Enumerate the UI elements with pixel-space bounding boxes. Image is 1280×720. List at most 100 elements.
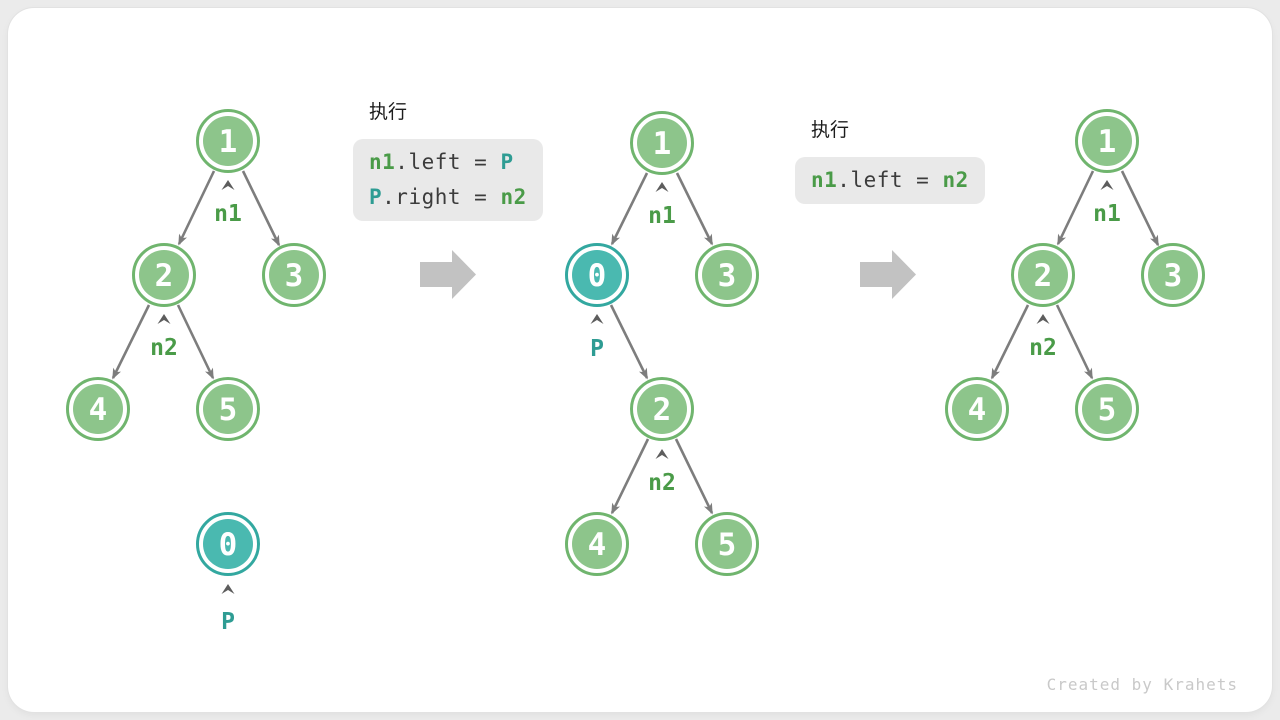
edge-1-to-p — [610, 172, 649, 246]
pointer-label-n1: n1 — [214, 201, 242, 227]
code-token-identifier: n1 — [811, 168, 838, 192]
edge-1-to-2 — [177, 170, 216, 246]
tree-node-p: 0 — [196, 512, 260, 576]
edge-2-to-5 — [176, 304, 215, 380]
pointer-caret-icon — [655, 182, 669, 192]
watermark: Created by Krahets — [1046, 675, 1238, 694]
transition-arrow-icon — [420, 250, 476, 299]
pointer-caret-icon — [590, 314, 604, 324]
pointer-caret-icon — [221, 584, 235, 594]
tree-node-2: 2 — [132, 243, 196, 307]
node-value: 5 — [1098, 392, 1117, 428]
pointer-label-n2: n2 — [150, 335, 178, 361]
node-fill — [203, 116, 253, 166]
node-ring — [196, 109, 260, 173]
code-block: n1.left = n2 — [795, 157, 985, 204]
node-fill — [702, 250, 752, 300]
node-fill — [702, 519, 752, 569]
node-value: 4 — [89, 392, 108, 428]
node-ring — [1075, 109, 1139, 173]
node-fill — [1148, 250, 1198, 300]
node-ring — [196, 512, 260, 576]
tree-node-1: 1 — [630, 111, 694, 175]
tree-node-1: 1 — [196, 109, 260, 173]
tree-node-3: 3 — [1141, 243, 1205, 307]
node-value: 2 — [653, 392, 672, 428]
tree-node-4: 4 — [66, 377, 130, 441]
code-token-identifier: P — [500, 150, 514, 174]
code-token-text: .left = — [395, 150, 501, 174]
node-value: 3 — [285, 258, 304, 294]
code-line: n1.left = n2 — [811, 163, 969, 198]
tree-node-2: 2 — [630, 377, 694, 441]
pointer-caret-icon — [655, 449, 669, 459]
node-ring — [1075, 377, 1139, 441]
edge-p-to-2 — [609, 304, 649, 380]
node-ring — [565, 243, 629, 307]
code-token-identifier: n1 — [369, 150, 396, 174]
pointer-label-n1: n1 — [648, 203, 676, 229]
pointer-caret-icon — [221, 180, 235, 190]
code-token-identifier: P — [369, 185, 383, 209]
node-ring — [1141, 243, 1205, 307]
node-ring — [695, 512, 759, 576]
pointer-label-n1: n1 — [1093, 201, 1121, 227]
node-value: 5 — [219, 392, 238, 428]
node-fill — [73, 384, 123, 434]
node-fill — [637, 118, 687, 168]
node-ring — [1011, 243, 1075, 307]
exec-label: 执行 — [369, 101, 408, 123]
tree-linked: 1 0 3 2 4 — [565, 111, 759, 576]
edge-2-to-4 — [111, 304, 151, 380]
tree-initial: 1 2 3 4 5 — [66, 109, 326, 635]
exec-panel-2: 执行 n1.left = n2 — [795, 117, 985, 204]
edge-1-to-3 — [675, 172, 714, 246]
node-value: 3 — [718, 258, 737, 294]
tree-node-4: 4 — [565, 512, 629, 576]
edge-1-to-2 — [1056, 170, 1095, 246]
code-token-text: .left = — [837, 168, 943, 192]
tree-node-3: 3 — [695, 243, 759, 307]
exec-panel-1: 执行 n1.left = P P.right = n2 — [353, 99, 543, 221]
node-fill — [203, 384, 253, 434]
node-fill — [952, 384, 1002, 434]
node-fill — [572, 250, 622, 300]
edge-2-to-5 — [1055, 304, 1094, 380]
pointer-caret-icon — [1100, 180, 1114, 190]
node-ring — [196, 377, 260, 441]
node-value: 2 — [155, 258, 174, 294]
node-value: 4 — [968, 392, 987, 428]
node-value: 1 — [653, 126, 672, 162]
node-fill — [139, 250, 189, 300]
tree-node-5: 5 — [196, 377, 260, 441]
node-value: 4 — [588, 527, 607, 563]
node-fill — [637, 384, 687, 434]
node-fill — [269, 250, 319, 300]
pointer-caret-icon — [157, 314, 171, 324]
node-fill — [1018, 250, 1068, 300]
tree-node-5: 5 — [695, 512, 759, 576]
node-fill — [1082, 116, 1132, 166]
exec-label: 执行 — [811, 119, 850, 141]
tree-node-5: 5 — [1075, 377, 1139, 441]
node-value: 2 — [1034, 258, 1053, 294]
node-value: 0 — [588, 258, 607, 294]
node-ring — [630, 111, 694, 175]
code-line: P.right = n2 — [369, 180, 527, 215]
node-ring — [132, 243, 196, 307]
tree-node-p: 0 — [565, 243, 629, 307]
node-value: 1 — [219, 124, 238, 160]
edge-1-to-3 — [1120, 170, 1160, 247]
node-fill — [203, 519, 253, 569]
node-ring — [695, 243, 759, 307]
tree-node-3: 3 — [262, 243, 326, 307]
node-ring — [66, 377, 130, 441]
transition-arrow-icon — [860, 250, 916, 299]
edge-2-to-4 — [990, 304, 1030, 380]
code-token-identifier: n2 — [500, 185, 527, 209]
code-line: n1.left = P — [369, 145, 527, 180]
tree-node-1: 1 — [1075, 109, 1139, 173]
node-value: 3 — [1164, 258, 1183, 294]
code-token-identifier: n2 — [942, 168, 969, 192]
